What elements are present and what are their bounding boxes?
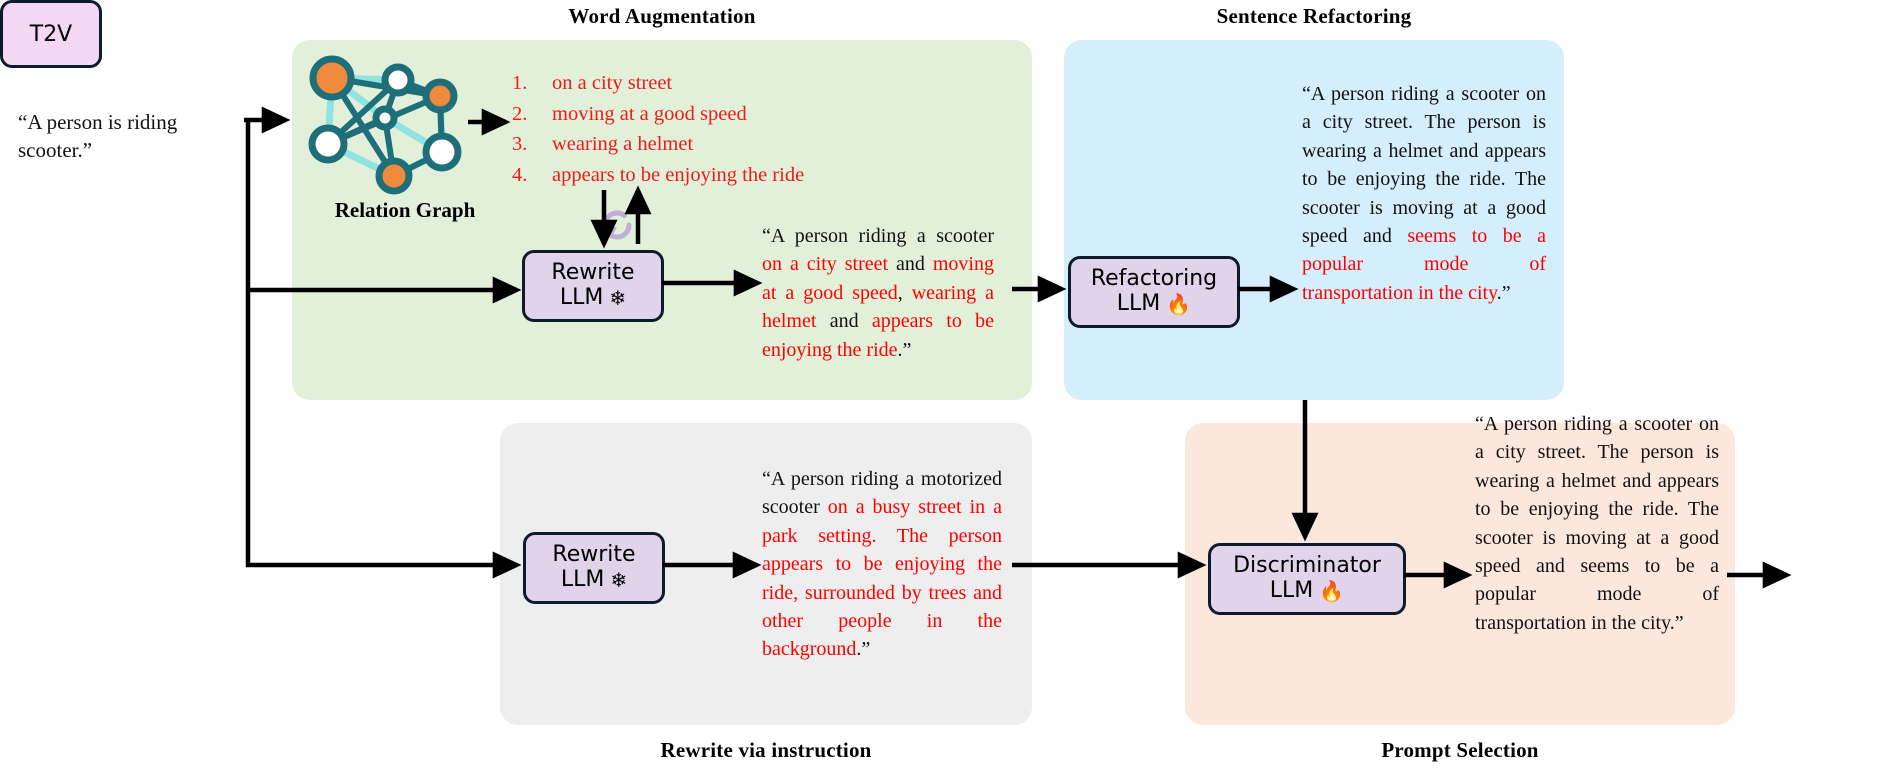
list-item: 4. appears to be enjoying the ride <box>512 160 852 191</box>
box-line-1: Discriminator <box>1233 553 1381 579</box>
panel-title-word-augmentation: Word Augmentation <box>568 4 756 28</box>
input-prompt-text: “A person is riding scooter.” <box>18 110 178 163</box>
list-item: 1. on a city street <box>512 68 852 99</box>
panel-title-prompt-selection: Prompt Selection <box>1381 738 1539 762</box>
rewrite-via-instruction-output-text: “A person riding a motorized scooter on … <box>762 468 1002 661</box>
list-item-number: 1. <box>512 72 528 94</box>
list-item-label: moving at a good speed <box>552 102 747 125</box>
box-line-1: Refactoring <box>1090 266 1218 292</box>
panel-sentence-refactoring <box>1064 40 1564 400</box>
box-label: LLM <box>559 285 604 311</box>
refactoring-llm-box[interactable]: Refactoring LLM 🔥 <box>1068 256 1240 328</box>
fire-icon: 🔥 <box>1319 578 1345 603</box>
list-item: 3. wearing a helmet <box>512 129 852 160</box>
list-item-number: 3. <box>512 133 528 156</box>
list-item: 2. moving at a good speed <box>512 99 852 130</box>
relation-graph-label: Relation Graph <box>334 198 476 222</box>
panel-word-augmentation <box>292 40 1032 400</box>
box-line-2: LLM 🔥 <box>1117 291 1191 316</box>
box-line-2: LLM ❄ <box>561 567 627 592</box>
rewrite-llm-box-2[interactable]: Rewrite LLM ❄ <box>523 532 665 604</box>
snowflake-icon: ❄ <box>610 567 628 592</box>
list-item-label: appears to be enjoying the ride <box>552 163 805 186</box>
panel-title-sentence-refactoring: Sentence Refactoring <box>1216 4 1412 28</box>
relation-graph-icon <box>308 55 462 195</box>
box-line-2: LLM ❄ <box>560 285 626 310</box>
arrow-input-to-rewrite2 <box>245 120 522 579</box>
fire-icon: 🔥 <box>1166 291 1192 316</box>
t2v-label: T2V <box>29 21 73 47</box>
word-augmentation-output-text: “A person riding a scooter on a city str… <box>762 225 994 361</box>
sentence-refactoring-output-text: “A person riding a scooter on a city str… <box>1302 83 1546 304</box>
list-item-number: 2. <box>512 102 528 125</box>
list-item-label: wearing a helmet <box>552 133 694 156</box>
box-label: LLM <box>1269 578 1314 604</box>
box-line-2: LLM 🔥 <box>1270 578 1344 603</box>
augmented-phrase-list: 1. on a city street 2. moving at a good … <box>512 68 852 190</box>
t2v-box[interactable]: T2V <box>0 0 102 68</box>
list-item-number: 4. <box>512 163 528 186</box>
box-label: LLM <box>560 567 605 593</box>
list-item-label: on a city street <box>552 72 673 94</box>
box-line-1: Rewrite <box>551 260 635 286</box>
panel-title-rewrite-via-instruction: Rewrite via instruction <box>660 738 872 762</box>
box-label: LLM <box>1116 291 1161 317</box>
rewrite-llm-box-1[interactable]: Rewrite LLM ❄ <box>522 250 664 322</box>
box-line-1: Rewrite <box>552 542 636 568</box>
snowflake-icon: ❄ <box>609 285 627 310</box>
prompt-selection-output-text: “A person riding a scooter on a city str… <box>1475 413 1719 634</box>
discriminator-llm-box[interactable]: Discriminator LLM 🔥 <box>1208 543 1406 615</box>
